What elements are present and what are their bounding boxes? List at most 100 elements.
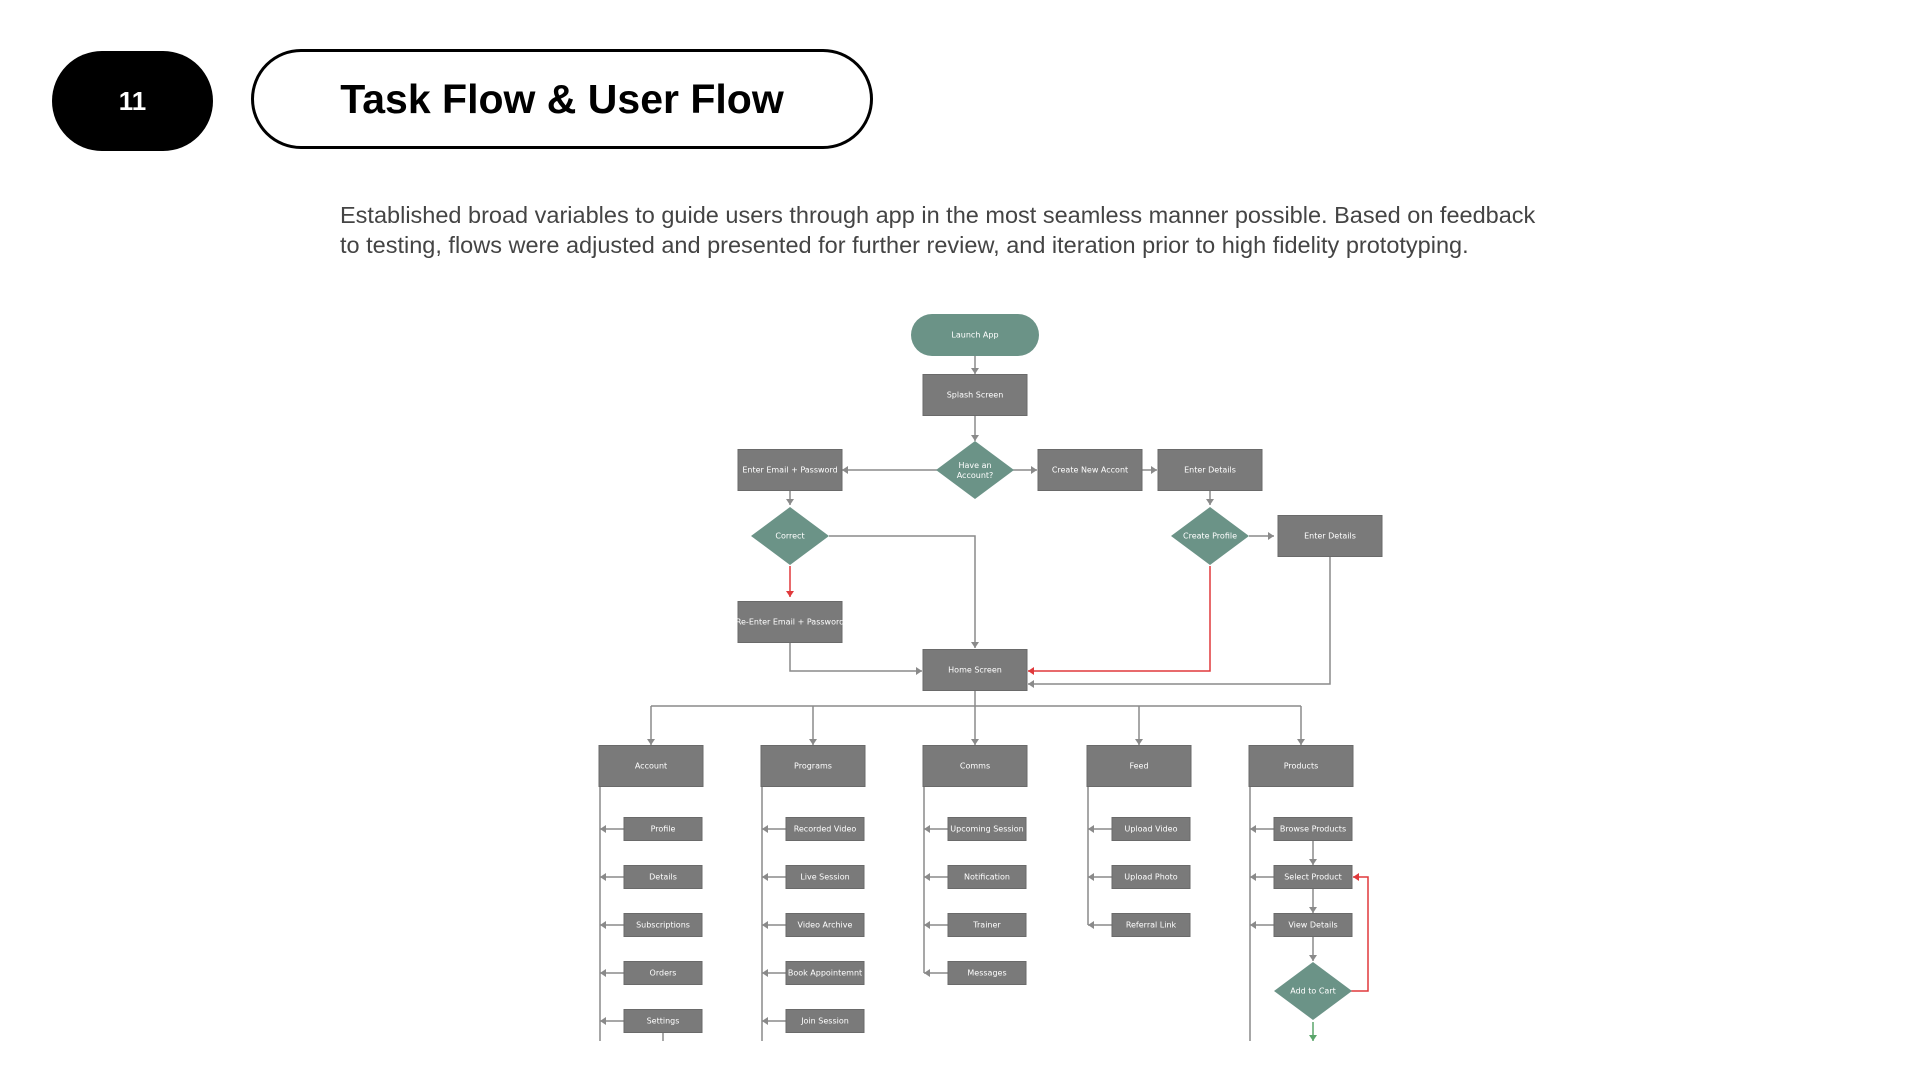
feed-item-2: Upload Photo [1111,865,1191,889]
node-create-account-shape [1037,449,1143,491]
section-feed: Feed [1086,745,1192,787]
arrow-comms-item-2-head [924,873,930,881]
section-account-label: Account [635,762,667,771]
slide-title-pill: Task Flow & User Flow [251,49,873,149]
arrow-bus-to-feed-head [1135,739,1143,745]
arrow-bus-to-products-head [1297,739,1305,745]
comms-item-3-label: Trainer [972,921,1001,930]
node-enter-details-2: Enter Details [1277,515,1383,557]
programs-item-5: Join Session [785,1009,865,1033]
arrow-products-item-2-head [1250,873,1256,881]
node-enter-email: Enter Email + Password [737,449,843,491]
programs-item-3: Video Archive [785,913,865,937]
programs-item-4: Book Appointemnt [785,961,865,985]
arrow-reenter-to-home-head [916,667,922,675]
arrow-decision-to-email-head [842,466,848,474]
programs-item-2: Live Session [785,865,865,889]
node-reenter-label: Re-Enter Email + Password [736,618,844,627]
arrow-comms-item-1-head [924,825,930,833]
node-create-profile-label: Create Profile [1183,532,1237,541]
node-launch-app-shape [911,314,1039,356]
arrow-splash-to-decision-head [971,435,979,441]
account-item-2: Details [623,865,703,889]
programs-item-2-shape [785,865,865,889]
comms-item-2-shape [947,865,1027,889]
node-enter-details-1-label: Enter Details [1184,466,1236,475]
arrow-account-item-5-head [600,1017,606,1025]
description-line-1: Established broad variables to guide use… [340,202,1536,228]
node-enter-email-label: Enter Email + Password [742,466,837,475]
section-feed-shape [1086,745,1192,787]
account-item-3: Subscriptions [623,913,703,937]
arrow-details-to-profile-head [1206,499,1214,505]
arrow-details-to-home-head [1028,680,1034,688]
products-item-3: View Details [1273,913,1353,937]
programs-item-1: Recorded Video [785,817,865,841]
node-create-account-label: Create New Accont [1052,466,1128,475]
section-products-shape [1248,745,1354,787]
arrow-profile-to-details-head [1268,532,1274,540]
node-home-screen: Home Screen [922,649,1028,691]
slide-number: 11 [118,85,147,116]
programs-item-5-label: Join Session [800,1017,849,1026]
section-feed-label: Feed [1129,762,1148,771]
programs-item-2-label: Live Session [800,873,849,882]
node-add-to-cart-shape [1274,962,1352,1020]
arrow-cart-continue-head [1309,1035,1317,1041]
node-have-account-label-line-1: Have an [958,461,991,470]
node-add-to-cart-label: Add to Cart [1290,987,1336,996]
account-item-5: Settings [623,1009,703,1033]
arrow-programs-item-4-head [762,969,768,977]
node-enter-email-shape [737,449,843,491]
products-item-2: Select Product [1273,865,1353,889]
section-comms: Comms [922,745,1028,787]
arrow-email-to-correct-head [786,499,794,505]
feed-item-3-shape [1111,913,1191,937]
arrow-account-item-1-head [600,825,606,833]
account-item-1: Profile [623,817,703,841]
programs-item-1-shape [785,817,865,841]
feed-item-3-label: Referral Link [1126,921,1177,930]
node-splash-screen-shape [922,374,1028,416]
slide-number-badge: 11 [52,51,213,151]
products-item-1-shape [1273,817,1353,841]
comms-item-1: Upcoming Session [947,817,1027,841]
arrow-products-item-1-head [1250,825,1256,833]
arrow-cart-loop-to-select-head [1353,873,1359,881]
comms-item-3-shape [947,913,1027,937]
account-item-4-shape [623,961,703,985]
node-create-profile-shape [1171,507,1249,565]
arrow-bus-to-comms-head [971,739,979,745]
section-programs: Programs [760,745,866,787]
feed-item-3: Referral Link [1111,913,1191,937]
account-item-2-shape [623,865,703,889]
comms-item-4-shape [947,961,1027,985]
arrow-products-item-3-head [1250,921,1256,929]
arrow-programs-item-1-head [762,825,768,833]
arrow-create-to-details-head [1151,466,1157,474]
arrow-launch-to-splash-head [971,368,979,374]
products-item-1: Browse Products [1273,817,1353,841]
account-item-4-label: Orders [650,969,677,978]
programs-item-4-shape [785,961,865,985]
node-reenter: Re-Enter Email + Password [736,601,844,643]
arrow-comms-item-4-head [924,969,930,977]
arrow-comms-item-3-head [924,921,930,929]
node-reenter-shape [737,601,843,643]
node-enter-details-1-shape [1157,449,1263,491]
arrow-products-select-to-view-head [1309,907,1317,913]
node-have-account-shape [936,441,1014,499]
arrow-incorrect-to-reenter-head [786,591,794,597]
arrow-reenter-to-home [789,643,922,672]
comms-item-4-label: Messages [967,969,1006,978]
node-launch-app-label: Launch App [951,331,998,340]
slide-title: Task Flow & User Flow [340,75,784,122]
account-item-5-shape [623,1009,703,1033]
comms-item-1-label: Upcoming Session [950,825,1023,834]
arrow-programs-item-5-head [762,1017,768,1025]
description-line-2: to testing, flows were adjusted and pres… [340,232,1469,258]
arrow-profile-to-home-head [1028,667,1034,675]
node-correct-shape [751,507,829,565]
comms-item-2: Notification [947,865,1027,889]
